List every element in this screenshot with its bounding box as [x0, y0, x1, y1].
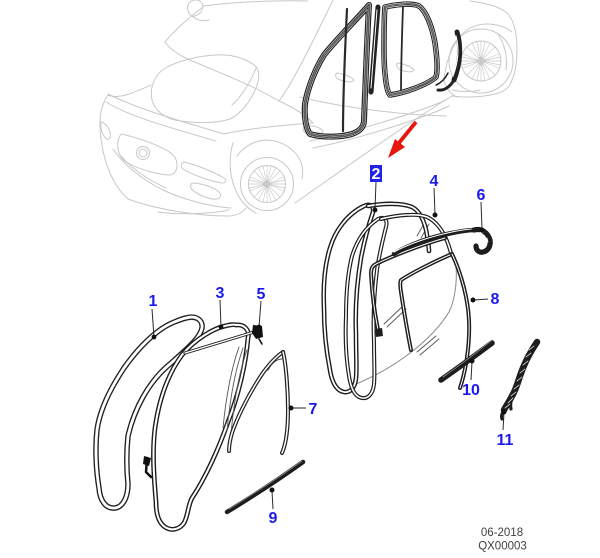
- svg-text:2: 2: [372, 166, 381, 183]
- svg-text:11: 11: [497, 432, 514, 449]
- svg-text:9: 9: [269, 510, 278, 527]
- svg-text:5: 5: [257, 286, 266, 303]
- svg-text:4: 4: [430, 173, 439, 190]
- svg-text:7: 7: [309, 401, 318, 418]
- svg-text:3: 3: [216, 285, 225, 302]
- svg-text:1: 1: [149, 293, 158, 310]
- svg-text:10: 10: [462, 382, 480, 399]
- svg-text:QX00003: QX00003: [478, 541, 527, 553]
- svg-text:6: 6: [477, 187, 486, 204]
- svg-text:8: 8: [491, 291, 500, 308]
- svg-text:06-2018: 06-2018: [481, 527, 523, 539]
